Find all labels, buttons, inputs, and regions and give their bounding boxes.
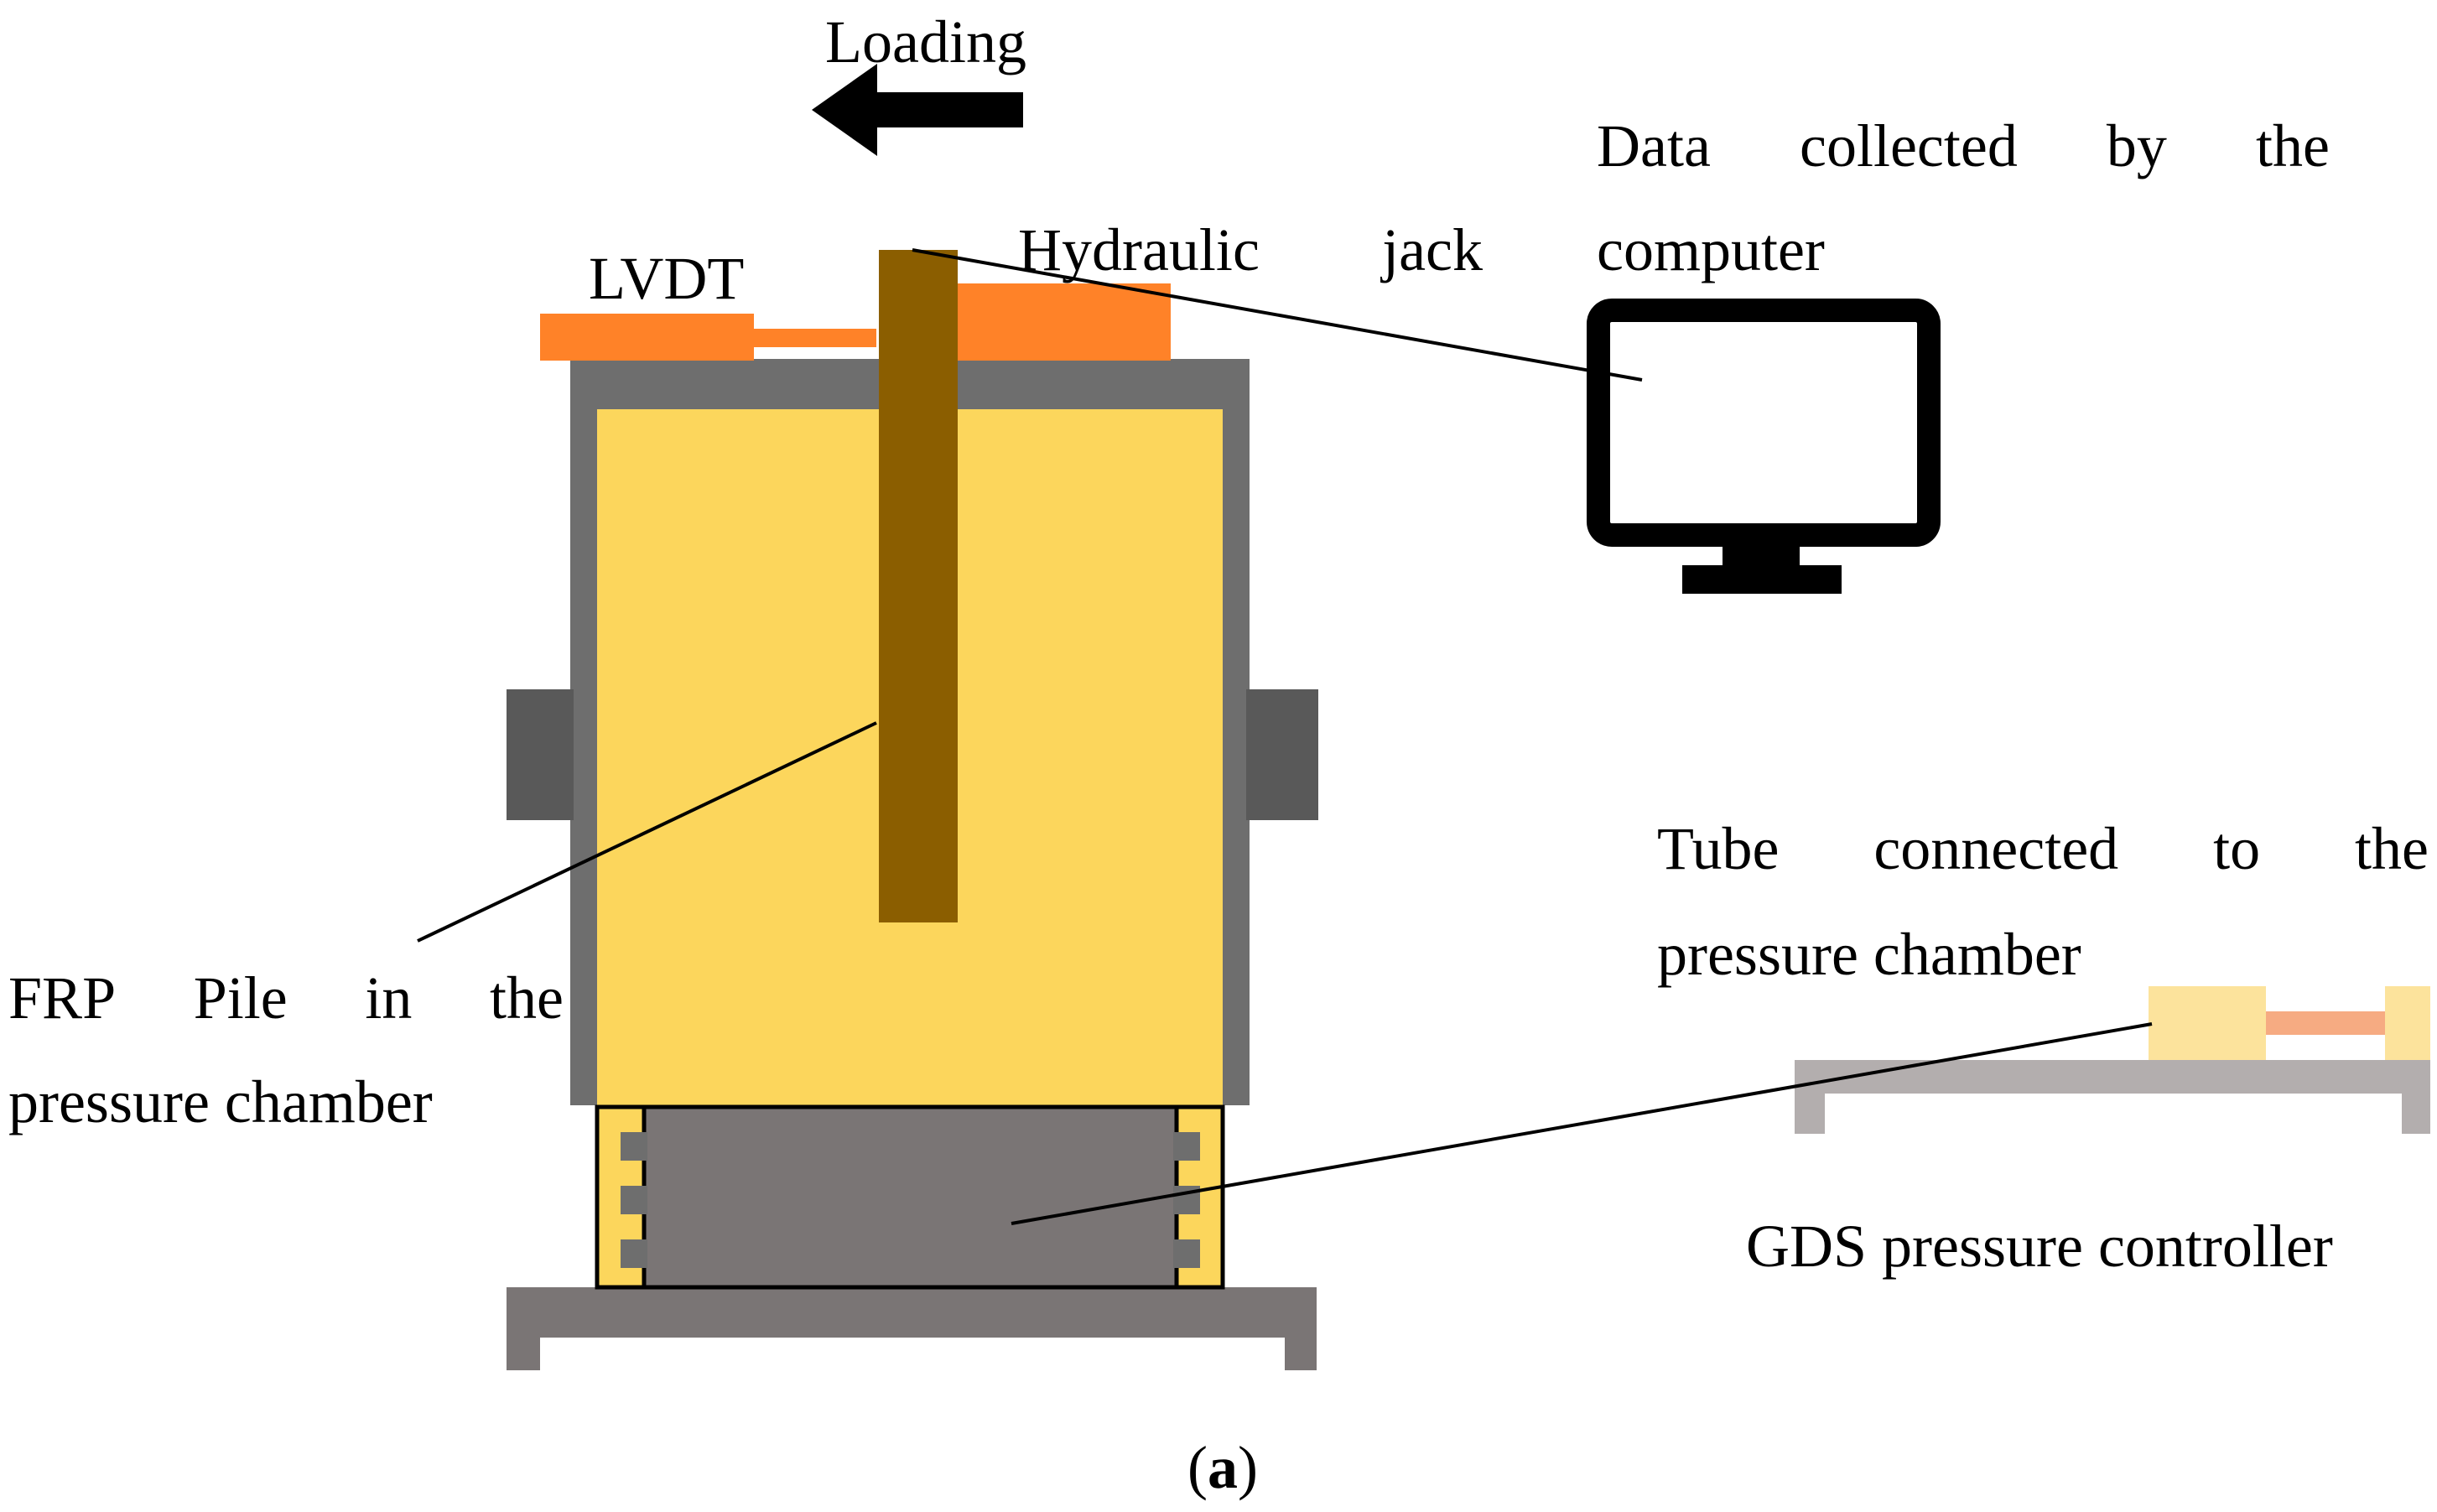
- label-word: FRP: [8, 964, 117, 1031]
- label-word: the: [2256, 112, 2330, 179]
- gds-label: GDS pressure controller: [1746, 1213, 2333, 1280]
- leader-line-tube: [1011, 1022, 2153, 1225]
- chamber-base: [507, 1104, 1317, 1370]
- pile-label-line1: FRP Pile in the: [8, 968, 564, 1028]
- loading-arrow-icon: [812, 64, 1023, 156]
- label-word: Data: [1597, 112, 1711, 179]
- label-word: by: [2106, 112, 2167, 179]
- caption-letter: a: [1207, 1434, 1238, 1501]
- lvdt-label: LVDT: [589, 245, 745, 312]
- label-word: Pile: [193, 964, 288, 1031]
- leader-line-computer: [912, 248, 1643, 382]
- caption-paren: (: [1187, 1434, 1208, 1501]
- hydraulic-jack: [958, 283, 1171, 361]
- label-word: the: [490, 964, 564, 1031]
- leader-line-pile: [417, 721, 877, 943]
- label-word: connected: [1873, 815, 2119, 882]
- chamber-left-wall: [570, 359, 597, 1105]
- frp-pile: [879, 250, 958, 922]
- lvdt-rod: [754, 329, 876, 347]
- label-word: the: [2355, 815, 2429, 882]
- chamber-right-flange: [1246, 689, 1318, 820]
- caption-paren: ): [1237, 1434, 1258, 1501]
- tube-label-line2: pressure chamber: [1657, 921, 2081, 988]
- lvdt-body: [540, 314, 754, 361]
- hydraulic-jack-label: Hydraulic jack: [1018, 220, 1483, 280]
- data-label-line1: Data collected by the: [1597, 116, 2330, 176]
- label-word: jack: [1382, 216, 1483, 283]
- chamber-left-flange: [507, 689, 574, 820]
- loading-label: Loading: [825, 8, 1026, 75]
- tube-label-line1: Tube connected to the: [1657, 818, 2429, 879]
- label-word: Hydraulic: [1018, 216, 1260, 283]
- monitor-icon: [1587, 299, 1941, 594]
- label-word: Tube: [1657, 815, 1780, 882]
- label-word: collected: [1800, 112, 2018, 179]
- gds-pressure-controller: [1795, 986, 2430, 1134]
- figure-caption: (a): [1187, 1437, 1258, 1498]
- label-word: to: [2213, 815, 2261, 882]
- chamber-right-wall: [1223, 359, 1250, 1105]
- label-word: in: [365, 964, 413, 1031]
- pile-label-line2: pressure chamber: [8, 1068, 433, 1135]
- data-label-line2: computer: [1597, 216, 1825, 283]
